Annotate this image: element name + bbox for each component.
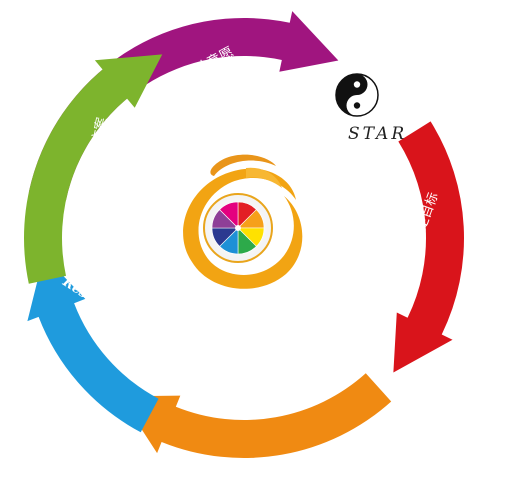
reality-arrow [120, 373, 392, 458]
goal-arrow [393, 121, 464, 373]
emblem-crest [210, 154, 276, 176]
wheel-slice [219, 201, 239, 229]
color-wheel [211, 201, 265, 255]
star-brand-text: STAR [348, 124, 407, 144]
resolve-arrow [27, 255, 159, 433]
wheel-hub [235, 225, 241, 231]
options-arrow [23, 54, 163, 284]
cycle-arrows [23, 11, 464, 458]
yin-yang-icon [335, 73, 379, 117]
center-emblem [183, 154, 303, 289]
emblem-spiral [246, 167, 282, 188]
